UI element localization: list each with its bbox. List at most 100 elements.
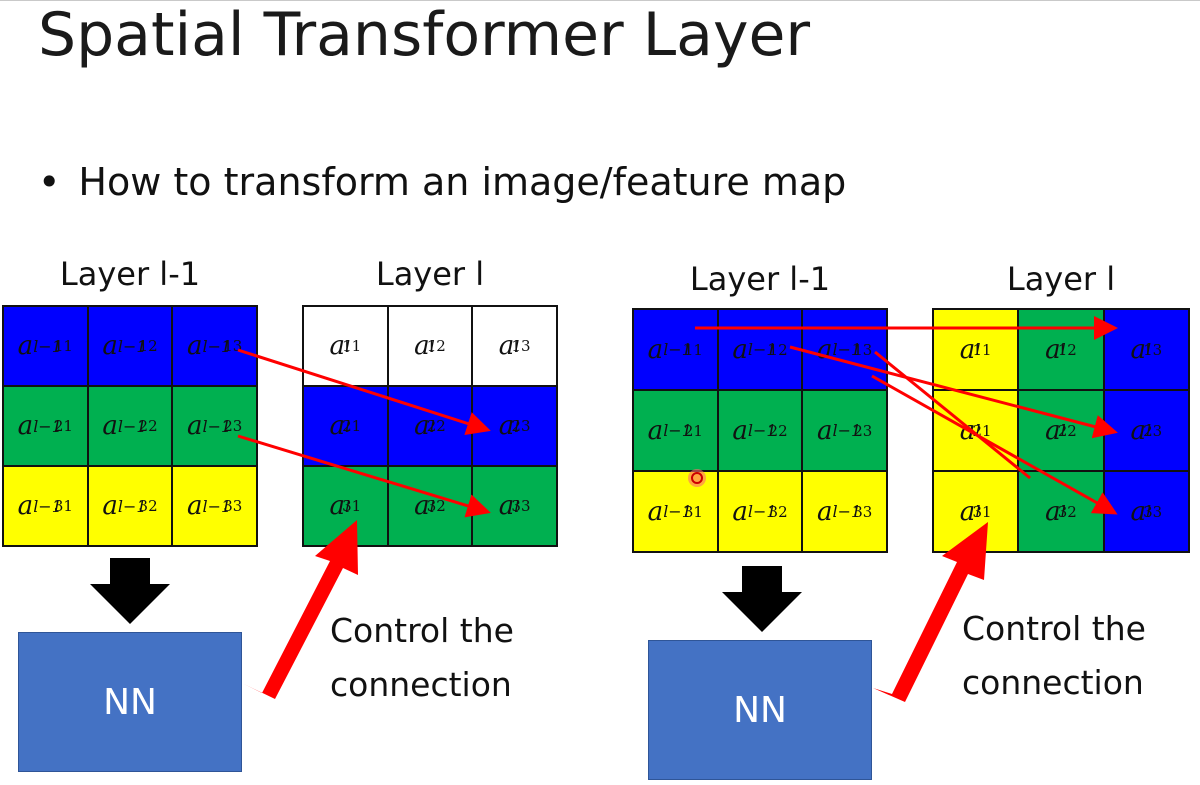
cell-subscript: 11 (683, 340, 703, 359)
left-nn-label: NN (103, 681, 157, 723)
cell-variable: a (817, 415, 833, 446)
right-output-layer-label: Layer l (1006, 260, 1116, 298)
cell-variable: a (1130, 334, 1146, 365)
left-control-line2: connection (330, 665, 512, 704)
right-input-layer-label: Layer l-1 (689, 260, 831, 298)
right-down-arrow-icon (722, 566, 802, 632)
left-output-layer-label: Layer l (375, 255, 485, 293)
left-input-layer-label: Layer l-1 (59, 255, 201, 293)
cell-superscript: l−1 (117, 416, 147, 436)
cell-variable: a (1130, 496, 1146, 527)
cell-superscript: l−1 (202, 416, 232, 436)
left-nn-box: NN (18, 632, 242, 772)
cell-subscript: 32 (768, 502, 788, 521)
cell-superscript: l (1145, 340, 1152, 359)
cell-variable: a (498, 411, 515, 441)
cell-subscript: 31 (342, 497, 362, 515)
cell-variable: a (102, 411, 118, 441)
cell-subscript: 13 (1143, 340, 1163, 359)
right-control-line2: connection (962, 663, 1144, 702)
cell-variable: a (647, 334, 664, 365)
cell-variable: a (647, 415, 664, 446)
cell-subscript: 22 (1057, 421, 1077, 440)
cell-superscript: l−1 (117, 336, 147, 356)
cell-subscript: 11 (972, 340, 992, 359)
cell-variable: a (817, 496, 833, 527)
cell-subscript: 11 (342, 337, 362, 355)
left-down-arrow-icon (90, 558, 170, 624)
right-control-line1: Control the (962, 609, 1146, 648)
cell-subscript: 33 (223, 497, 243, 515)
cell-subscript: 21 (683, 421, 703, 440)
cell-subscript: 32 (138, 497, 158, 515)
right-nn-box: NN (648, 640, 872, 780)
cell-subscript: 31 (972, 502, 992, 521)
cell-superscript: l−1 (202, 336, 232, 356)
cell-variable: a (732, 415, 748, 446)
slide-top-rule (0, 0, 1200, 1)
cell-superscript: l−1 (663, 340, 692, 359)
cell-subscript: 22 (426, 417, 446, 435)
cell-variable: a (187, 411, 203, 441)
cell-variable: a (102, 331, 118, 361)
cell-subscript: 21 (972, 421, 992, 440)
cell-superscript: l (429, 336, 435, 356)
cell-variable: a (187, 331, 203, 361)
cell-superscript: l−1 (117, 496, 147, 516)
cell-variable: a (1130, 415, 1146, 446)
cell-variable: a (17, 411, 34, 441)
cell-subscript: 22 (138, 417, 158, 435)
cell-superscript: l−1 (33, 496, 62, 516)
cell-variable: a (732, 334, 748, 365)
cell-subscript: 11 (53, 337, 73, 355)
cell-subscript: 12 (138, 337, 158, 355)
cell-subscript: 21 (342, 417, 362, 435)
cell-superscript: l−1 (663, 421, 692, 440)
cell-subscript: 33 (1143, 502, 1163, 521)
cell-subscript: 33 (853, 502, 873, 521)
cell-subscript: 23 (853, 421, 873, 440)
cell-subscript: 21 (53, 417, 73, 435)
cell-subscript: 23 (511, 417, 531, 435)
cell-variable: a (732, 496, 748, 527)
cell-superscript: l−1 (33, 416, 62, 436)
cell-subscript: 22 (768, 421, 788, 440)
left-control-line1: Control the (330, 611, 514, 650)
cell-superscript: l (1145, 502, 1152, 521)
cell-subscript: 13 (511, 337, 531, 355)
cell-superscript: l−1 (747, 421, 777, 440)
right-control-caption: Control the connection (962, 602, 1146, 710)
cell-subscript: 33 (511, 497, 531, 515)
cell-subscript: 12 (426, 337, 446, 355)
